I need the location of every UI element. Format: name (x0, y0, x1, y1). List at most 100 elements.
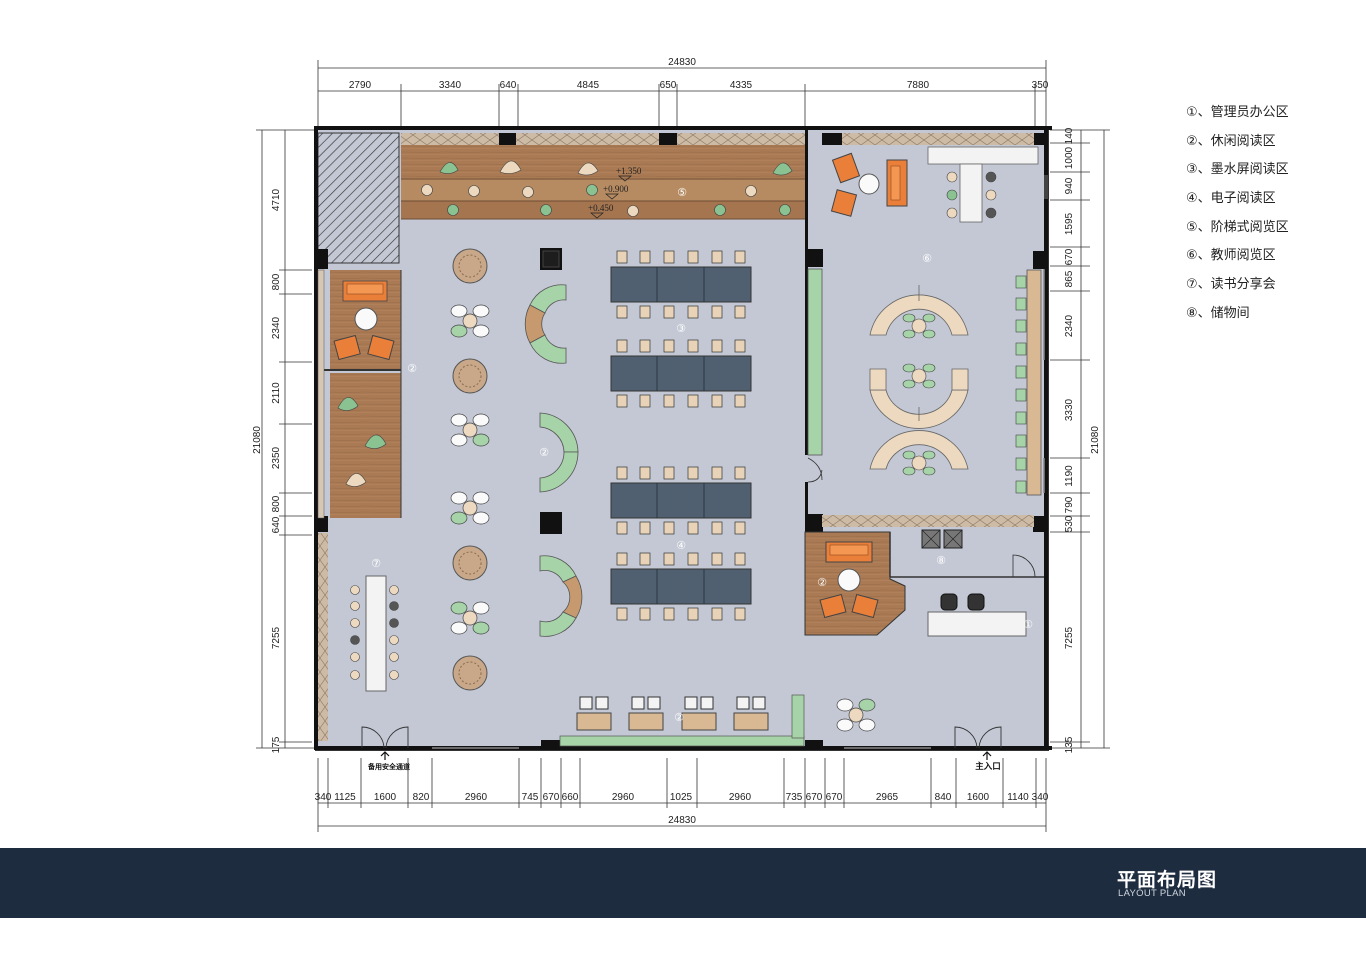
dim-label: 670 (1064, 248, 1075, 265)
tier-seats (421, 160, 793, 217)
dim-label: 350 (1032, 80, 1049, 91)
dim-label: 4335 (730, 80, 753, 91)
dim-label: 800 (271, 273, 282, 290)
legend-item: ⑤、阶梯式阅览区 (1186, 219, 1289, 235)
bottom-window-benches (559, 694, 805, 747)
stair-hatch-area (317, 132, 400, 264)
zone-marker: ① (1023, 618, 1033, 631)
admin-desk (927, 593, 1027, 637)
zone-marker: ⑤ (677, 186, 687, 199)
dim-label: 790 (1064, 496, 1075, 513)
legend-item: ②、休闲阅读区 (1186, 133, 1276, 149)
dim-label: 4845 (577, 80, 600, 91)
dim-label: 2350 (271, 446, 282, 469)
dim-label: 2960 (729, 792, 752, 803)
dim-label: 650 (660, 80, 677, 91)
zone-marker: ③ (676, 322, 686, 335)
dim-label: 1000 (1064, 146, 1075, 169)
storage-room (889, 529, 1044, 578)
book-sharing-table (350, 575, 399, 692)
level-arrow (618, 175, 632, 182)
column (540, 248, 562, 270)
zone-marker: ⑧ (936, 554, 946, 567)
dim-label: 1595 (1064, 212, 1075, 235)
dim-label: 4710 (271, 188, 282, 211)
column (540, 512, 562, 534)
teacher-arc-sofas (869, 285, 969, 470)
dim-label: 7255 (271, 626, 282, 649)
left-room-sofa (333, 280, 395, 361)
dim-label: 640 (271, 516, 282, 533)
windows (432, 269, 1045, 749)
dim-label: 670 (826, 792, 843, 803)
clover-seat-groups (450, 304, 876, 732)
main-entrance-door (954, 726, 1002, 749)
zone-marker: ④ (676, 539, 686, 552)
zone-marker: ② (407, 362, 417, 375)
zone-marker: ② (539, 446, 549, 459)
footer-bar: 平面布局图 LAYOUT PLAN (0, 848, 1366, 918)
zone-marker: ⑦ (371, 557, 381, 570)
dim-label: 660 (562, 792, 579, 803)
partition-green-bench (807, 268, 823, 456)
footer-title: 平面布局图 (1117, 869, 1218, 891)
dim-label: 745 (522, 792, 539, 803)
dim-label: 800 (271, 495, 282, 512)
dim-label: 530 (1064, 515, 1075, 532)
dim-label: 840 (935, 792, 952, 803)
level-mark: +0.450 (588, 203, 614, 213)
reading-desk-groups (610, 266, 752, 605)
footer-subtitle: LAYOUT PLAN (1118, 888, 1186, 899)
dim-label: 2960 (612, 792, 635, 803)
dim-label: 1600 (374, 792, 397, 803)
counter-stools (946, 171, 997, 219)
legend-item: ⑥、教师阅览区 (1186, 248, 1276, 264)
legend-item: ①、管理员办公区 (1186, 105, 1289, 120)
dim-label: 140 (1064, 127, 1075, 144)
bottom-dimension-labels: 340 1125 1600 820 2960 745 670 660 2960 … (315, 792, 1049, 803)
level-arrow (605, 193, 619, 200)
emergency-exit-label: 备用安全通道 (367, 762, 410, 771)
dim-label: 135 (1064, 736, 1075, 753)
legend-item: ⑧、储物间 (1186, 305, 1250, 321)
teacher-wall-bench (1015, 269, 1042, 496)
dim-label: 820 (413, 792, 430, 803)
curved-sofas (524, 284, 583, 637)
dim-label: 2960 (465, 792, 488, 803)
level-mark: +0.900 (603, 184, 629, 194)
column (542, 250, 560, 268)
teacher-zone-top-shelf (822, 133, 1034, 145)
main-entrance-label: 主入口 (975, 761, 1001, 772)
dim-label: 2965 (876, 792, 899, 803)
floor-plan: 24830 24830 21080 21080 2790 3340 640 48… (252, 57, 1110, 832)
overall-width-top: 24830 (668, 57, 696, 68)
zone-markers: ⑤ ③ ④ ② ② ② ② ⑥ ⑦ ⑧ ① (371, 186, 1033, 724)
dim-label: 7255 (1064, 626, 1075, 649)
dim-label: 940 (1064, 177, 1075, 194)
level-mark: +1.350 (616, 166, 642, 176)
dim-label: 640 (500, 80, 517, 91)
teacher-arc-tables (902, 313, 936, 476)
legend-item: ⑦、读书分享会 (1186, 277, 1276, 293)
lower-right-leisure-furniture (819, 541, 879, 619)
dim-label: 670 (806, 792, 823, 803)
overall-width-bottom: 24830 (668, 815, 696, 826)
left-room-stools (337, 397, 387, 487)
desk-chairs (616, 250, 746, 621)
emergency-exit-door (361, 726, 409, 749)
entrance-arrow-icon (982, 751, 992, 760)
zone-marker: ② (674, 711, 684, 724)
dim-label: 2340 (1064, 314, 1075, 337)
right-dimension-labels: 140 1000 940 1595 670 865 2340 3330 1190… (1064, 127, 1075, 753)
dimension-ticks (279, 142, 1090, 808)
walls (314, 126, 1052, 750)
zone-marker: ② (817, 576, 827, 589)
dim-label: 340 (315, 792, 332, 803)
dim-label: 3330 (1064, 398, 1075, 421)
level-marks: +1.350 +0.900 +0.450 (588, 166, 642, 219)
legend: ①、管理员办公区 ②、休闲阅读区 ③、墨水屏阅读区 ④、电子阅读区 ⑤、阶梯式阅… (1186, 104, 1289, 334)
dimension-lines (256, 60, 1110, 832)
teacher-lower-shelf (822, 515, 1034, 527)
dim-label: 2790 (349, 80, 372, 91)
dim-label: 2110 (271, 382, 282, 404)
